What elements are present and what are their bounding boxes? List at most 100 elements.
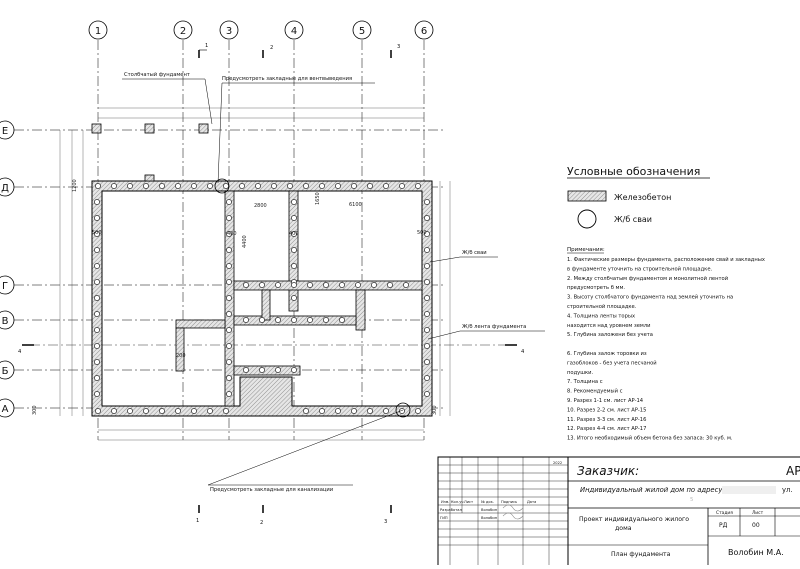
pile-marker xyxy=(207,408,213,414)
columnar-foundation-block xyxy=(144,123,155,134)
pile-marker xyxy=(94,327,100,333)
pile-marker xyxy=(424,215,430,221)
pile-marker xyxy=(95,408,101,414)
pile-marker xyxy=(424,199,430,205)
pile-marker xyxy=(351,408,357,414)
section-mark-label: 4 xyxy=(521,349,525,355)
dimension-label: 400 xyxy=(289,231,299,237)
pile-marker xyxy=(387,282,393,288)
pile-marker xyxy=(226,247,232,253)
note-line: предусмотреть б мм. xyxy=(567,285,625,291)
pile-marker xyxy=(226,263,232,269)
pile-marker xyxy=(275,367,281,373)
note-line: строительной площадке. xyxy=(567,303,637,310)
pile-marker xyxy=(424,279,430,285)
pile-marker xyxy=(243,317,249,323)
pile-marker xyxy=(226,391,232,397)
pile-marker xyxy=(111,408,117,414)
address-number: 5 xyxy=(690,497,694,503)
note-line: 9. Разрез 1-1 см. лист АР-14 xyxy=(567,398,644,404)
role-label: ГИП xyxy=(440,516,448,520)
legend-item-label: Железобетон xyxy=(614,193,671,202)
notes-lines: 1. Фактические размеры фундамента, распо… xyxy=(567,256,765,442)
pile-marker xyxy=(239,183,245,189)
pile-marker xyxy=(94,247,100,253)
role-label: Разработал xyxy=(440,508,462,512)
pile-marker xyxy=(291,247,297,253)
note-line: 2. Между столбчатым фундаментом и моноли… xyxy=(567,275,728,282)
grid-column-label: 1 xyxy=(95,26,101,37)
grid-row-label: Е xyxy=(2,126,8,137)
pile-marker xyxy=(223,408,229,414)
stage-header: Стадия xyxy=(716,510,733,516)
revision-header: Подпись xyxy=(501,500,517,504)
pile-marker xyxy=(94,263,100,269)
grid-row-label: Д xyxy=(1,183,9,194)
pile-marker xyxy=(226,359,232,365)
legend-title: Условные обозначения xyxy=(567,165,700,178)
sheet-header: Лист xyxy=(752,510,764,516)
pile-marker xyxy=(415,408,421,414)
pile-marker xyxy=(291,215,297,221)
columnar-foundation-block xyxy=(198,123,209,134)
revision-header: Лист xyxy=(464,500,473,504)
note-line: в фундаменте уточнить на строительной пл… xyxy=(567,265,713,272)
pile-marker xyxy=(271,183,277,189)
section-mark-label: 3 xyxy=(384,519,387,525)
pile-marker xyxy=(243,367,249,373)
pile-marker xyxy=(291,263,297,269)
annotation-rc-strip: Ж/б лента фундамента xyxy=(462,324,526,330)
grid-column-label: 2 xyxy=(180,26,186,37)
legend: Условные обозначения Железобетон Ж/б сва… xyxy=(567,165,710,229)
section-mark-label: 1 xyxy=(205,43,208,49)
pile-marker xyxy=(383,408,389,414)
pile-marker xyxy=(94,295,100,301)
stage-value: РД xyxy=(719,522,728,529)
grid-bubble xyxy=(0,275,15,295)
address-tail: ул. xyxy=(782,486,793,494)
pile-marker xyxy=(226,295,232,301)
inner-wall xyxy=(355,289,366,331)
pile-marker xyxy=(287,183,293,189)
legend-symbol-circle xyxy=(577,209,597,229)
note-line: 10. Разрез 2-2 см. лист АР-15 xyxy=(567,407,646,413)
notes-block: Примечания: xyxy=(567,247,605,254)
pile-marker xyxy=(355,282,361,288)
pile-marker xyxy=(307,317,313,323)
pile-marker xyxy=(207,183,213,189)
pile-marker xyxy=(424,311,430,317)
pile-marker xyxy=(94,375,100,381)
address-line: Индивидуальный жилой дом по адресу xyxy=(580,486,723,494)
plan-annotations: Столбчатый фундамент Предусмотреть закла… xyxy=(122,71,545,493)
dimension-label: 500 xyxy=(92,230,102,236)
pile-marker xyxy=(424,231,430,237)
inner-wall xyxy=(233,365,301,376)
grid-bubble xyxy=(219,20,239,40)
grid-bubble xyxy=(352,20,372,40)
pile-marker xyxy=(323,317,329,323)
section-mark-label: 2 xyxy=(270,45,273,51)
grid-bubble xyxy=(88,20,108,40)
pile-marker xyxy=(226,231,232,237)
sewage-embed-marker xyxy=(395,402,411,418)
pile-marker xyxy=(223,183,229,189)
pile-marker xyxy=(226,327,232,333)
section-mark-label: 3 xyxy=(397,44,400,50)
pile-marker xyxy=(403,282,409,288)
year-label: 2022 xyxy=(553,461,562,465)
note-line: находится над уровнем земли xyxy=(567,323,651,329)
dimension-label: 500 xyxy=(417,230,427,236)
grid-row-label: А xyxy=(2,404,9,415)
pile-marker xyxy=(259,282,265,288)
annotation-embedded-sewage: Предусмотреть закладные для канализации xyxy=(210,487,333,493)
grid-column-label: 5 xyxy=(359,26,365,37)
pile-marker xyxy=(307,282,313,288)
pile-marker xyxy=(291,317,297,323)
ventilation-embed-marker xyxy=(214,178,230,194)
customer-label: Заказчик: xyxy=(577,464,639,478)
grid-bubble xyxy=(0,177,15,197)
section-mark-label: 4 xyxy=(18,349,22,355)
pile-marker xyxy=(94,199,100,205)
columnar-foundation-block xyxy=(144,174,155,182)
